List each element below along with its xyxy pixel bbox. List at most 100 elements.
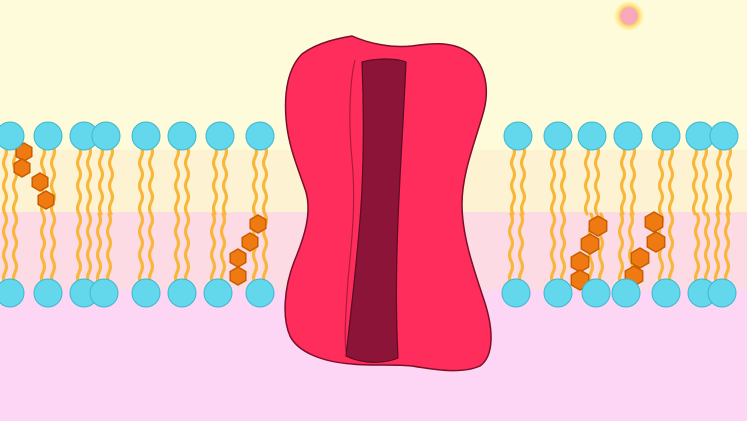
cholesterol-ring <box>31 172 49 192</box>
lipid-tail <box>11 144 19 216</box>
cholesterol-ring <box>249 214 267 234</box>
cholesterol-ring <box>630 247 650 269</box>
cholesterol-ring <box>646 231 666 253</box>
phospholipid-head <box>33 121 63 151</box>
lipid-tail <box>583 144 591 216</box>
phospholipid-head <box>205 121 235 151</box>
lipid-tail <box>701 144 709 216</box>
phospholipid-head <box>707 278 737 308</box>
lipid-tail <box>97 144 105 216</box>
lipid-tail <box>667 144 675 216</box>
phospholipid-head <box>581 278 611 308</box>
lipid-tail <box>1 144 9 216</box>
lipid-tail <box>173 212 181 286</box>
phospholipid-head <box>131 278 161 308</box>
lipid-tail <box>95 212 103 286</box>
lipid-tail <box>693 212 701 286</box>
phospholipid-head <box>543 278 573 308</box>
lipid-tail <box>251 144 259 216</box>
lipid-tail <box>559 212 567 286</box>
lipid-tail <box>11 212 19 286</box>
lipid-tail <box>261 144 269 216</box>
cholesterol-ring <box>15 142 33 162</box>
lipid-tail <box>147 212 155 286</box>
lipid-tail <box>221 144 229 216</box>
phospholipid-head <box>501 278 531 308</box>
phospholipid-head <box>611 278 641 308</box>
lipid-tail <box>629 144 637 216</box>
lipid-tail <box>85 144 93 216</box>
cholesterol-ring <box>588 215 608 237</box>
lipid-tail <box>559 144 567 216</box>
lipid-tail <box>209 212 217 286</box>
phospholipid-head <box>651 278 681 308</box>
channel-protein-fold <box>344 59 356 353</box>
lipid-tail <box>49 212 57 286</box>
phospholipid-head <box>0 121 25 151</box>
lipid-tail <box>147 144 155 216</box>
phospholipid-head <box>131 121 161 151</box>
lipid-tail <box>507 212 515 286</box>
lipid-tail <box>691 144 699 216</box>
channel-pore <box>345 58 407 363</box>
lipid-tail <box>667 212 675 286</box>
phospholipid-head <box>577 121 607 151</box>
lipid-tail <box>715 144 723 216</box>
phospholipid-head <box>613 121 643 151</box>
cholesterol-ring <box>580 233 600 255</box>
cholesterol-ring <box>229 248 247 268</box>
cholesterol-ring <box>644 211 664 233</box>
phospholipid-head <box>167 278 197 308</box>
lipid-tail <box>723 212 731 286</box>
inner-leaflet-heads <box>0 278 737 308</box>
lipid-tail <box>713 212 721 286</box>
lipid-tail <box>657 144 665 216</box>
phospholipid-head <box>91 121 121 151</box>
lipid-tail <box>1 212 9 286</box>
phospholipid-head <box>245 121 275 151</box>
lipid-tail <box>549 144 557 216</box>
outer-leaflet-heads <box>0 121 739 151</box>
cholesterol-ring <box>13 158 31 178</box>
phospholipid-head <box>245 278 275 308</box>
cholesterol-molecules <box>13 142 666 291</box>
lipid-tail <box>183 144 191 216</box>
lipid-tail <box>517 212 525 286</box>
lipid-tail <box>519 144 527 216</box>
lipid-tail <box>211 144 219 216</box>
phospholipid-head <box>33 278 63 308</box>
lipid-tail <box>219 212 227 286</box>
lipid-tail <box>75 212 83 286</box>
lipid-tail <box>105 212 113 286</box>
lipid-tail <box>85 212 93 286</box>
lipid-tail <box>39 212 47 286</box>
lipid-tail <box>107 144 115 216</box>
lipid-tail <box>75 144 83 216</box>
phospholipid-head <box>89 278 119 308</box>
lipid-tail <box>725 144 733 216</box>
ion <box>614 1 644 31</box>
phospholipid-head <box>203 278 233 308</box>
phospholipid-head <box>543 121 573 151</box>
lipid-tail <box>619 144 627 216</box>
lipid-tail <box>593 144 601 216</box>
lipid-tail <box>183 212 191 286</box>
phospholipid-head <box>167 121 197 151</box>
channel-protein <box>284 35 492 372</box>
lipid-tail <box>703 212 711 286</box>
phospholipid-head <box>0 278 25 308</box>
lipid-tail <box>137 144 145 216</box>
lipid-tail <box>173 144 181 216</box>
phospholipid-head <box>503 121 533 151</box>
cholesterol-ring <box>37 190 55 210</box>
cholesterol-ring <box>241 232 259 252</box>
lipid-tail <box>137 212 145 286</box>
phospholipid-head <box>709 121 739 151</box>
lipid-tail <box>617 212 625 286</box>
lipid-tail <box>549 212 557 286</box>
cholesterol-ring <box>229 266 247 286</box>
phospholipid-head <box>651 121 681 151</box>
cholesterol-ring <box>570 251 590 273</box>
lipid-tail <box>509 144 517 216</box>
